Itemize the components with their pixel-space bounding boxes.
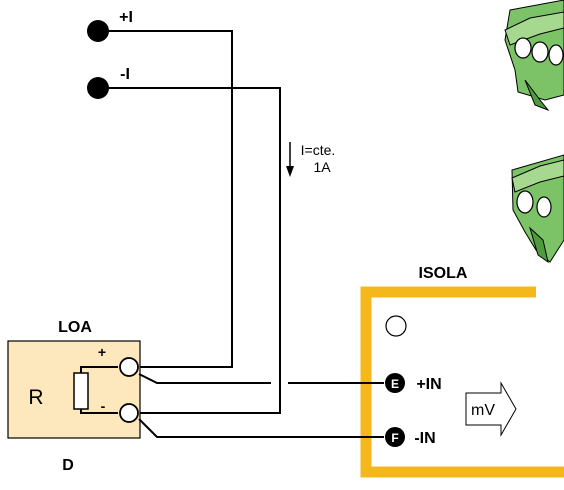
current-annotation-line1: I=cte. (301, 142, 336, 158)
mv-meter-arrow (465, 381, 517, 437)
loa-plus-sign: + (98, 344, 106, 360)
minus-current-terminal (87, 77, 109, 99)
plus-current-wire (110, 30, 233, 368)
current-arrow-head (286, 166, 294, 177)
isola-status-led (385, 315, 407, 337)
minus-current-wire (98, 87, 281, 414)
minus-current-label: -I (120, 66, 130, 83)
resistor-lead-bottom (80, 409, 118, 414)
input-minus-label: -IN (414, 430, 435, 447)
terminal-block-connector-bottom (511, 154, 564, 264)
input-minus-letter: F (391, 431, 398, 445)
input-plus-letter: E (391, 377, 399, 391)
isola-title: ISOLA (419, 265, 468, 282)
input-plus-terminal (385, 373, 405, 393)
loa-minus-sign: - (101, 398, 106, 414)
resistor-label: R (28, 386, 43, 409)
input-minus-terminal (385, 427, 405, 447)
plus-current-terminal (87, 20, 109, 42)
input-plus-label: +IN (416, 376, 441, 393)
plus-current-label: +I (119, 9, 133, 26)
terminal-block-connector-top (504, 0, 564, 112)
resistor-symbol (73, 372, 89, 410)
loa-footer-label: D (62, 457, 74, 474)
sense-plus-wire (138, 373, 271, 384)
loa-title: LOA (58, 319, 92, 336)
resistor-lead-top (80, 366, 118, 373)
mv-meter-label: mV (471, 402, 495, 419)
current-annotation-line2: 1A (313, 159, 331, 175)
loa-terminal-plus (119, 357, 139, 377)
loa-terminal-minus (119, 403, 139, 423)
sense-minus-wire (138, 418, 384, 438)
